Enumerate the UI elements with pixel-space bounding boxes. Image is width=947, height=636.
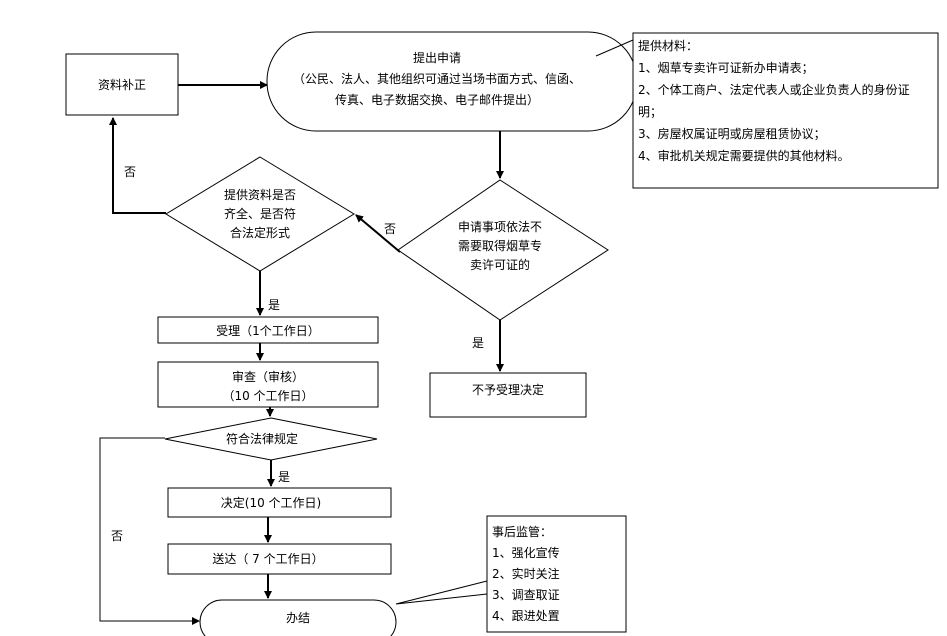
materials-item-1: 1、烟草专卖许可证新办申请表； xyxy=(638,60,814,75)
supplement-node: 资料补正 xyxy=(65,53,179,116)
supervision-item-3: 3、调查取证 xyxy=(492,588,560,602)
check-need-line-2: 需要取得烟草专 xyxy=(458,238,542,253)
review-line-1: 审查（审核） xyxy=(232,369,304,384)
materials-item-4: 4、审批机关规定需要提供的其他材料。 xyxy=(638,148,850,163)
edge-label-yes-accept: 是 xyxy=(268,298,280,312)
submit-line-2: 传真、电子数据交换、电子邮件提出） xyxy=(335,92,539,107)
arrow-legal-to-finish xyxy=(99,437,200,625)
finish-node: 办结 xyxy=(199,599,397,636)
check-complete-line-2: 齐全、是否符 xyxy=(224,206,296,221)
decision-label: 决定(10 个工作日) xyxy=(221,495,321,510)
supervision-note: 事后监管： 1、强化宣传 2、实时关注 3、调查取证 4、跟进处置 xyxy=(486,515,627,633)
delivery-label: 送达（ 7 个工作日） xyxy=(212,551,323,566)
materials-item-2a: 2、个体工商户、法定代表人或企业负责人的身份证 xyxy=(638,82,910,97)
materials-callout-line xyxy=(595,39,634,57)
submit-title: 提出申请 xyxy=(413,50,461,65)
supervision-title: 事后监管： xyxy=(492,524,552,539)
reject-node: 不予受理决定 xyxy=(429,372,587,418)
supervision-item-1: 1、强化宣传 xyxy=(492,545,560,560)
edge-label-yes-reject: 是 xyxy=(472,336,484,350)
arrow-check-to-supplement xyxy=(109,117,166,214)
legal-check-label: 符合法律规定 xyxy=(226,431,298,446)
materials-title: 提供材料： xyxy=(638,38,698,53)
check-complete-line-1: 提供资料是否 xyxy=(224,187,296,202)
edge-label-yes-decision: 是 xyxy=(278,470,290,484)
review-node: 审查（审核） （10 个工作日） xyxy=(157,361,379,408)
edge-label-no-supplement: 否 xyxy=(124,165,136,179)
review-line-2: （10 个工作日） xyxy=(222,389,313,403)
submit-line-1: （公民、法人、其他组织可通过当场书面方式、信函、 xyxy=(293,71,581,86)
materials-item-3: 3、房屋权属证明或房屋租赁协议； xyxy=(638,126,826,141)
edge-label-no-finish: 否 xyxy=(111,529,123,543)
delivery-node: 送达（ 7 个工作日） xyxy=(167,543,392,575)
check-need-line-1: 申请事项依法不 xyxy=(458,219,542,234)
accept-label: 受理（1个工作日） xyxy=(216,324,320,338)
arrow-check-need-to-check-complete xyxy=(355,214,401,253)
accept-node: 受理（1个工作日） xyxy=(157,316,379,344)
decision-node: 决定(10 个工作日) xyxy=(167,487,392,518)
legal-check-decision: 符合法律规定 xyxy=(164,417,378,461)
supplement-label: 资料补正 xyxy=(98,78,146,92)
check-complete-line-3: 合法定形式 xyxy=(230,225,290,240)
check-need-decision: 申请事项依法不 需要取得烟草专 卖许可证的 xyxy=(397,179,609,321)
check-complete-decision: 提供资料是否 齐全、是否符 合法定形式 xyxy=(165,156,355,272)
supervision-callout-lines xyxy=(395,580,488,605)
reject-label: 不予受理决定 xyxy=(472,382,544,397)
materials-note: 提供材料： 1、烟草专卖许可证新办申请表； 2、个体工商户、法定代表人或企业负责… xyxy=(632,32,939,189)
supervision-item-2: 2、实时关注 xyxy=(492,566,560,581)
finish-label: 办结 xyxy=(286,610,310,625)
check-need-line-3: 卖许可证的 xyxy=(470,257,530,272)
submit-node: 提出申请 （公民、法人、其他组织可通过当场书面方式、信函、 传真、电子数据交换、… xyxy=(266,31,638,132)
materials-item-2b: 明； xyxy=(638,105,662,119)
supervision-item-4: 4、跟进处置 xyxy=(492,609,560,623)
edge-label-no-check: 否 xyxy=(384,222,396,236)
